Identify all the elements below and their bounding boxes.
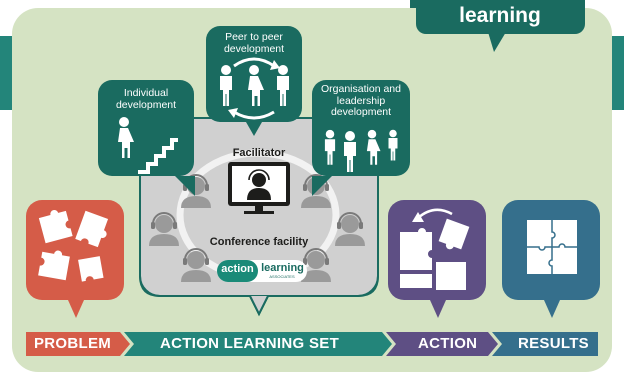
action-learning-logo <box>217 260 307 282</box>
individual-development-label: Individual development <box>115 87 177 112</box>
organisation-box <box>312 80 410 176</box>
results-arrow <box>492 332 598 356</box>
puzzle-assembling-icon <box>400 208 470 290</box>
facilitator-monitor-icon <box>228 162 290 214</box>
right-teal-bar <box>612 36 624 110</box>
conference-facility-label: Conference facility <box>209 236 309 248</box>
logo-associates-text: ASSOCIATES <box>269 274 295 279</box>
puzzle-pieces-icon <box>38 209 109 282</box>
peer-development-label: Peer to peer development <box>223 31 285 56</box>
set-arrow <box>124 332 392 356</box>
problem-box <box>26 200 124 300</box>
logo-action-text: action <box>221 263 254 275</box>
action-arrow <box>386 332 498 356</box>
facilitator-label: Facilitator <box>232 147 286 159</box>
results-label: RESULTS <box>518 335 589 352</box>
logo-learning-text: learning <box>261 262 304 274</box>
people-exchange-icon <box>220 57 289 120</box>
organisation-development-label: Organisation and leadership development <box>321 83 401 119</box>
action-label: ACTION <box>418 335 478 352</box>
problem-arrow <box>26 332 130 356</box>
problem-label: PROBLEM <box>34 335 112 352</box>
completed-puzzle-icon <box>527 220 577 274</box>
action-learning-set-label: ACTION LEARNING SET <box>160 335 340 352</box>
person-on-stairs-icon <box>118 117 178 174</box>
left-teal-bar <box>0 36 12 110</box>
header-tab-text: learning <box>459 4 541 27</box>
